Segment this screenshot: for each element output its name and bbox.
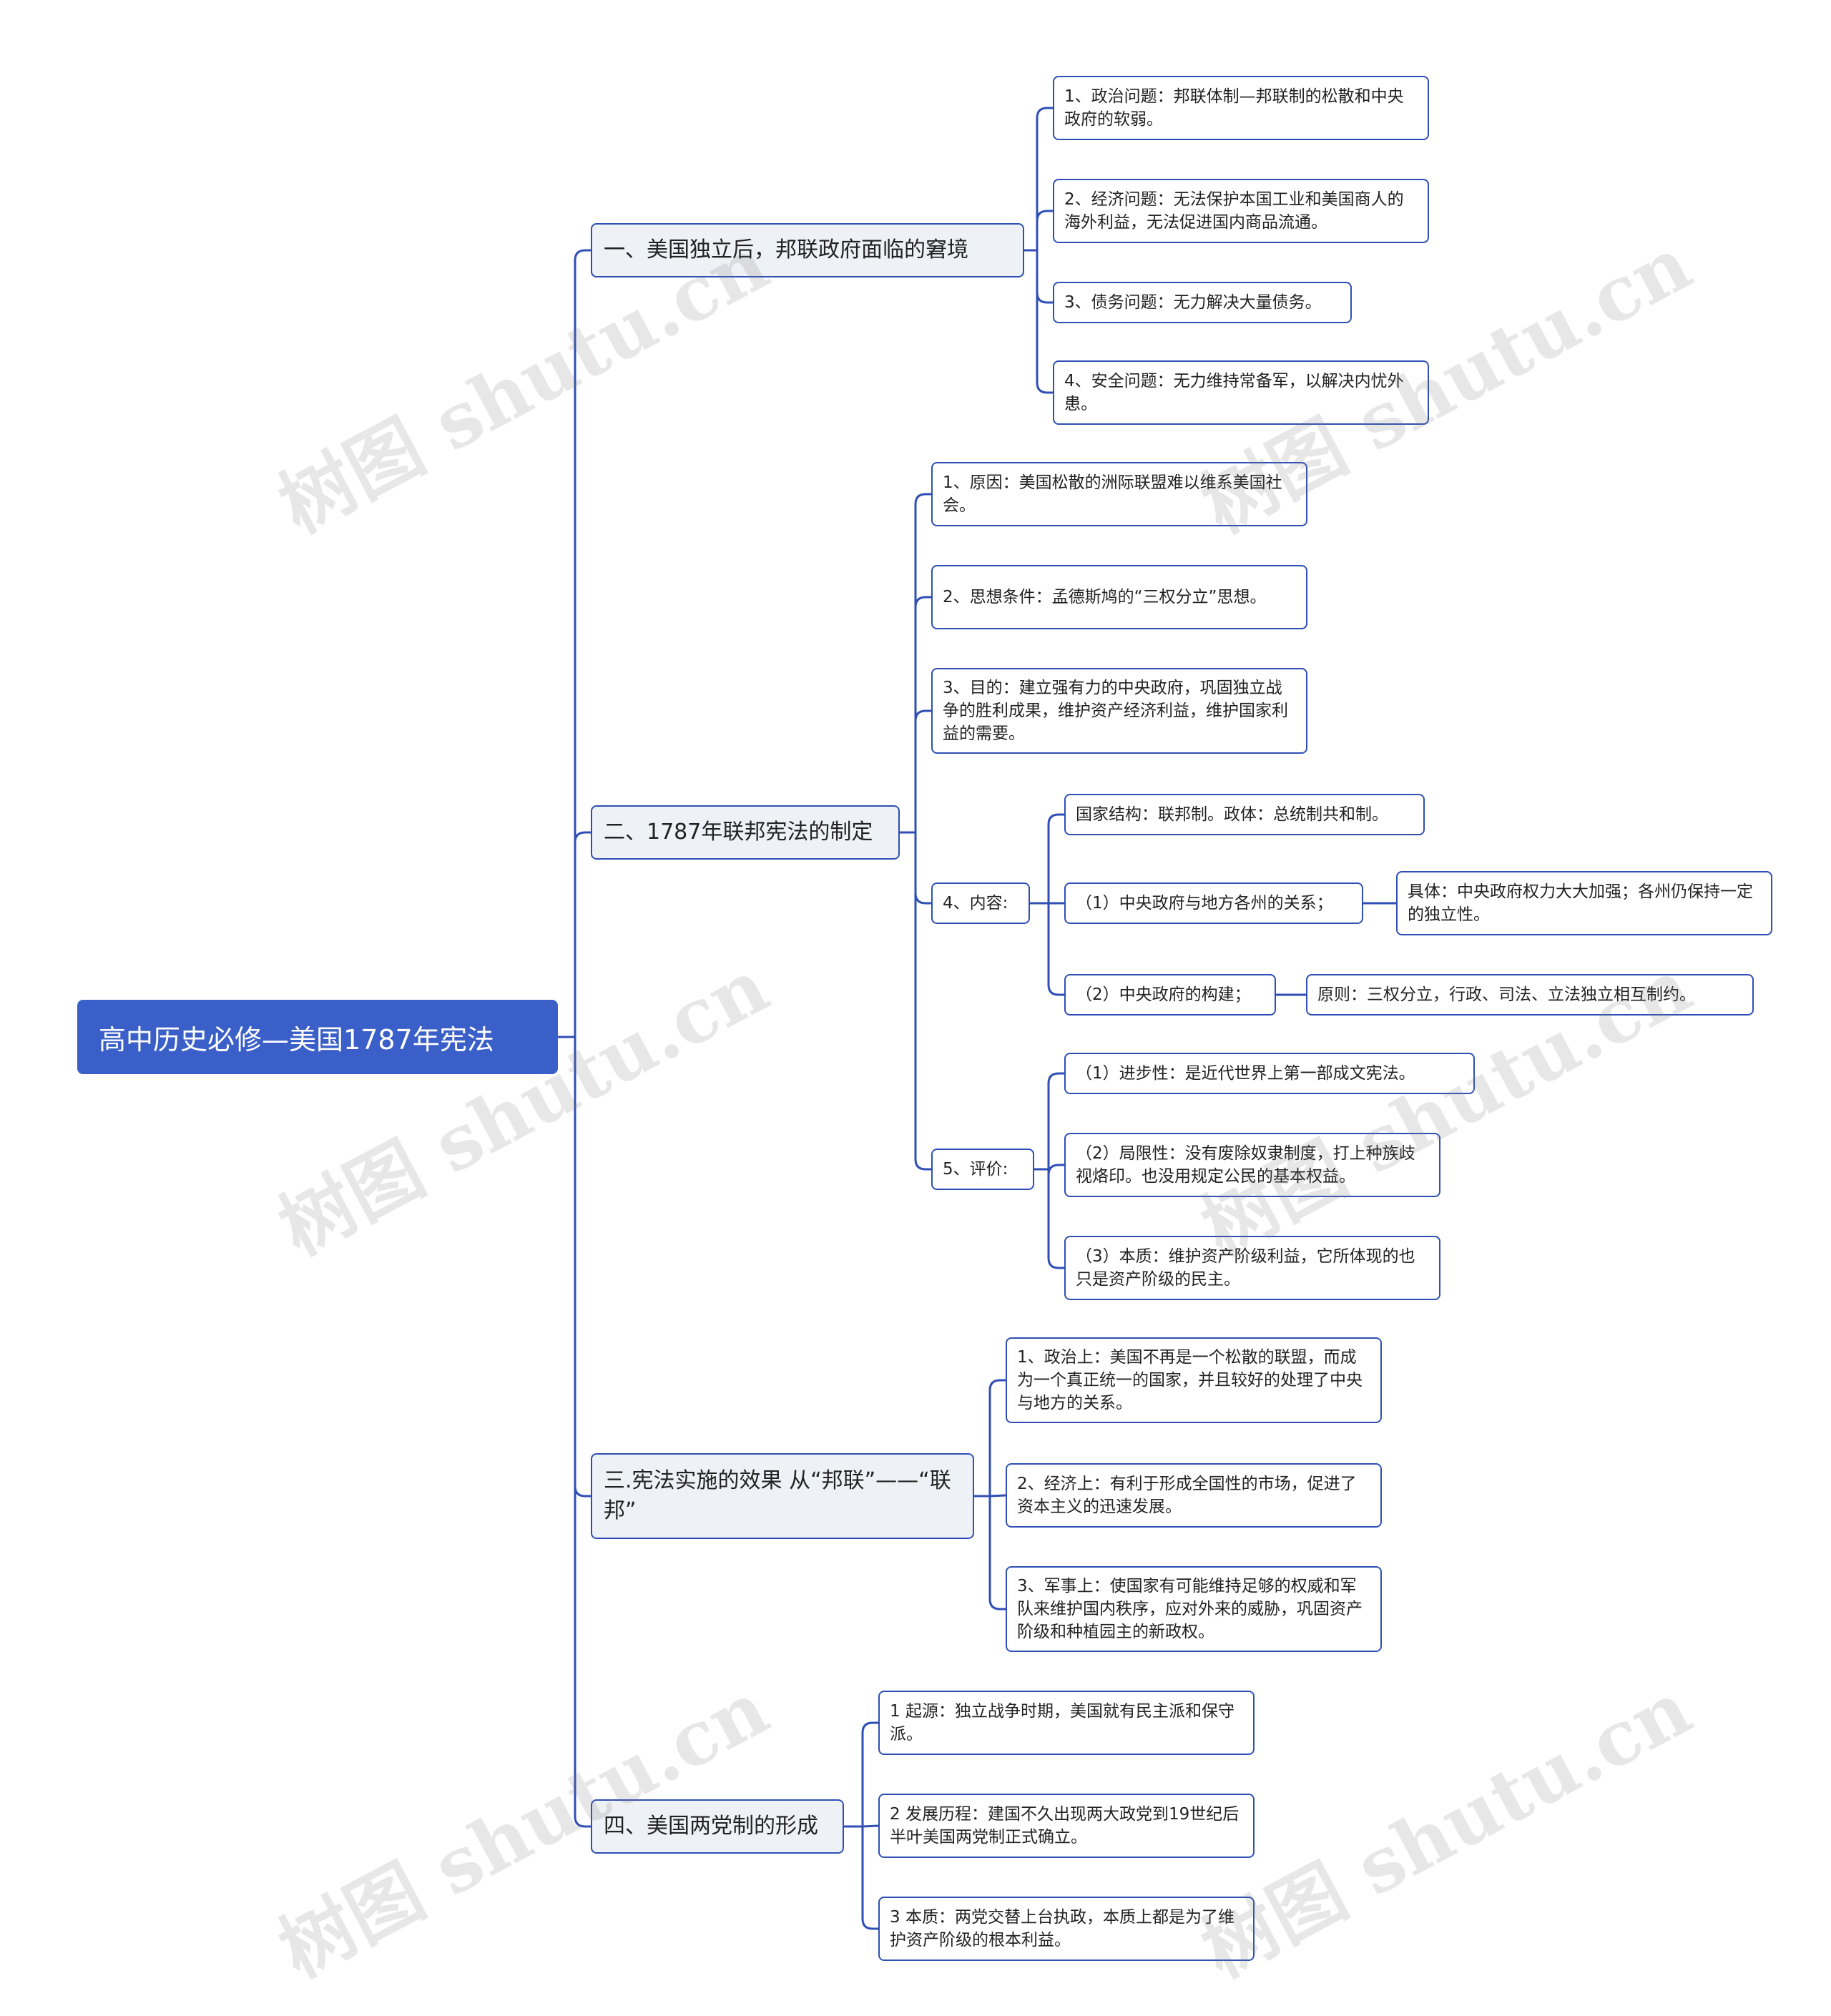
b2-leaf-2[interactable]: 2、思想条件：孟德斯鸠的“三权分立”思想。	[931, 565, 1307, 629]
b3-leaf-2[interactable]: 2、经济上：有利于形成全国性的市场，促进了资本主义的迅速发展。	[1006, 1463, 1382, 1528]
connector-line	[574, 1037, 591, 1828]
connector-line	[914, 493, 931, 832]
b1-leaf-3[interactable]: 3、债务问题：无力解决大量债务。	[1053, 282, 1352, 323]
connector-line	[914, 709, 931, 832]
evaluation-essence[interactable]: （3）本质：维护资产阶级利益，它所体现的也只是资产阶级的民主。	[1064, 1236, 1440, 1300]
connector-line	[988, 1496, 1006, 1611]
b2-leaf-3[interactable]: 3、目的：建立强有力的中央政府，巩固独立战争的胜利成果，维护资产经济利益，维护国…	[931, 668, 1307, 754]
connector-line	[1036, 250, 1053, 394]
content-central-gov-principle[interactable]: 原则：三权分立，行政、司法、立法独立相互制约。	[1306, 974, 1754, 1016]
connector-line	[914, 832, 931, 905]
b1-leaf-4[interactable]: 4、安全问题：无力维持常备军，以解决内忧外患。	[1053, 360, 1429, 425]
b2-content-node[interactable]: 4、内容:	[931, 882, 1030, 924]
connector-line	[989, 1494, 1006, 1498]
content-relation[interactable]: （1）中央政府与地方各州的关系；	[1064, 882, 1363, 924]
connector-line	[914, 832, 931, 1171]
b4-leaf-3[interactable]: 3 本质：两党交替上台执政，本质上都是为了维护资产阶级的根本利益。	[878, 1897, 1255, 1961]
connector-line	[1036, 250, 1053, 304]
evaluation-progress[interactable]: （1）进步性：是近代世界上第一部成文宪法。	[1064, 1053, 1475, 1094]
b1-leaf-1[interactable]: 1、政治问题：邦联体制—邦联制的松散和中央政府的软弱。	[1053, 76, 1429, 140]
branch-4-topic[interactable]: 四、美国两党制的形成	[591, 1799, 844, 1854]
connector-line	[1036, 107, 1053, 250]
connector-line	[574, 831, 591, 1037]
connector-line	[914, 596, 931, 832]
b4-leaf-2[interactable]: 2 发展历程：建国不久出现两大政党到19世纪后半叶美国两党制正式确立。	[878, 1794, 1255, 1858]
b3-leaf-1[interactable]: 1、政治上：美国不再是一个松散的联盟，而成为一个真正统一的国家，并且较好的处理了…	[1006, 1337, 1382, 1423]
connector-line	[1036, 210, 1053, 250]
content-relation-detail[interactable]: 具体：中央政府权力大大加强；各州仍保持一定的独立性。	[1396, 871, 1772, 935]
root-topic[interactable]: 高中历史必修—美国1787年宪法	[77, 1000, 558, 1074]
connector-line	[1047, 1164, 1064, 1176]
b4-leaf-1[interactable]: 1 起源：独立战争时期，美国就有民主派和保守派。	[878, 1691, 1255, 1755]
content-structure[interactable]: 国家结构：联邦制。政体：总统制共和制。	[1064, 794, 1425, 835]
branch-2-topic[interactable]: 二、1787年联邦宪法的制定	[591, 805, 900, 860]
b2-leaf-1[interactable]: 1、原因：美国松散的洲际联盟难以维系美国社会。	[931, 462, 1307, 526]
connector-line	[574, 1037, 591, 1498]
connector-line	[861, 1826, 878, 1930]
b3-leaf-3[interactable]: 3、军事上：使国家有可能维持足够的权威和军队来维护国内秩序，应对外来的威胁，巩固…	[1006, 1566, 1382, 1652]
branch-1-topic[interactable]: 一、美国独立后，邦联政府面临的窘境	[591, 223, 1024, 277]
b1-leaf-2[interactable]: 2、经济问题：无法保护本国工业和美国商人的海外利益，无法促进国内商品流通。	[1053, 179, 1429, 243]
connector-line	[1047, 903, 1064, 996]
connector-line	[1047, 1169, 1064, 1269]
connector-line	[574, 249, 591, 1037]
connector-line	[1047, 1072, 1064, 1169]
b2-evaluation-node[interactable]: 5、评价:	[931, 1149, 1034, 1190]
content-central-gov[interactable]: （2）中央政府的构建；	[1064, 974, 1276, 1016]
connector-line	[1047, 813, 1064, 903]
evaluation-limitation[interactable]: （2）局限性：没有废除奴隶制度，打上种族歧视烙印。也没用规定公民的基本权益。	[1064, 1133, 1440, 1197]
connector-line	[861, 1721, 878, 1826]
connector-line	[988, 1379, 1006, 1496]
branch-3-topic[interactable]: 三.宪法实施的效果 从“邦联”——“联邦”	[591, 1453, 974, 1539]
